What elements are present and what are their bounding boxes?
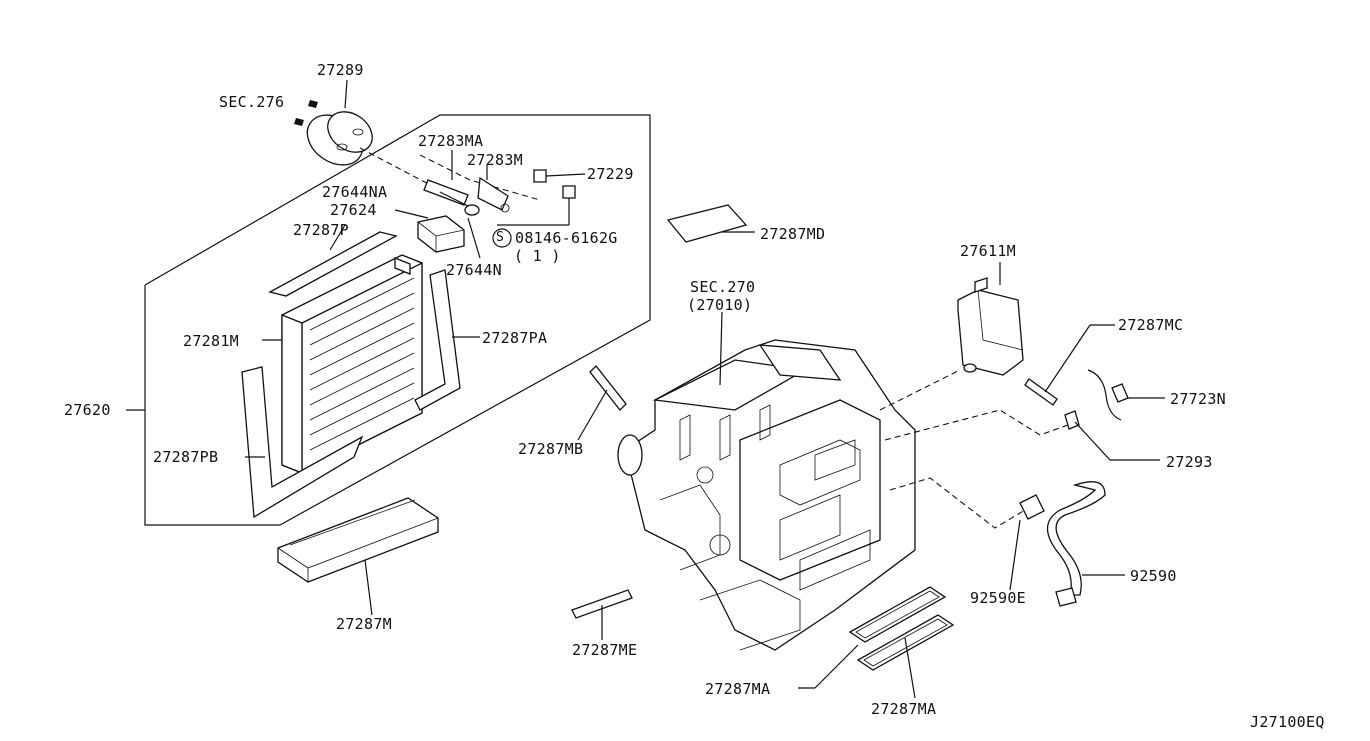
label-08146-6162G: 08146-6162G bbox=[515, 229, 618, 247]
label-27723N: 27723N bbox=[1170, 390, 1226, 408]
label-27283MA: 27283MA bbox=[418, 132, 484, 150]
insulator-27287M bbox=[277, 497, 439, 583]
o-ring-27644NA bbox=[464, 204, 480, 216]
evaporator-core-27281M bbox=[281, 254, 423, 475]
label-27287MB: 27287MB bbox=[518, 440, 584, 458]
bolt-27229 bbox=[533, 169, 586, 183]
part-27287MC bbox=[1024, 378, 1058, 406]
label-27281M: 27281M bbox=[183, 332, 239, 350]
label-27287M: 27287M bbox=[336, 615, 392, 633]
harness-27723N bbox=[1087, 369, 1129, 421]
label-bolt-qty: ( 1 ) bbox=[514, 247, 561, 265]
label-sec276: SEC.276 bbox=[219, 93, 285, 111]
label-27620: 27620 bbox=[64, 401, 111, 419]
label-27287P: 27287P bbox=[293, 221, 349, 239]
pad-27287MD bbox=[666, 204, 748, 243]
label-27010: (27010) bbox=[687, 296, 753, 314]
hose-92590 bbox=[1046, 481, 1106, 607]
grommet-27289 bbox=[306, 111, 373, 166]
seal-27287P bbox=[268, 231, 398, 297]
label-27644N: 27644N bbox=[446, 261, 502, 279]
bolt-08146 bbox=[497, 185, 576, 226]
label-27624: 27624 bbox=[330, 201, 377, 219]
gasket-27287MA-upper bbox=[848, 586, 947, 643]
label-27289: 27289 bbox=[317, 61, 364, 79]
label-27293: 27293 bbox=[1166, 453, 1213, 471]
seal-27287PA bbox=[414, 269, 461, 411]
diagram-code: J27100EQ bbox=[1250, 713, 1325, 731]
label-27644NA: 27644NA bbox=[322, 183, 388, 201]
bracket-27283M bbox=[477, 165, 510, 213]
label-27283M: 27283M bbox=[467, 151, 523, 169]
label-27287PB: 27287PB bbox=[153, 448, 219, 466]
valve-block-27624 bbox=[394, 209, 465, 253]
label-27287MD: 27287MD bbox=[760, 225, 826, 243]
plug-92590E bbox=[1019, 494, 1045, 520]
label-sec270: SEC.270 bbox=[690, 278, 756, 296]
evaporator-kit-boundary bbox=[144, 114, 651, 526]
heater-unit-sec270 bbox=[617, 339, 916, 651]
pad-27287ME bbox=[571, 589, 633, 619]
label-92590: 92590 bbox=[1130, 567, 1177, 585]
aspirator-27611M bbox=[957, 277, 1024, 376]
label-27287PA: 27287PA bbox=[482, 329, 548, 347]
standard-part-s-symbol: S bbox=[496, 230, 505, 245]
clip-27293 bbox=[1064, 410, 1080, 430]
standard-part-symbol bbox=[492, 228, 512, 248]
pipe-27283MA bbox=[423, 150, 469, 206]
label-27287ME: 27287ME bbox=[572, 641, 638, 659]
label-27229: 27229 bbox=[587, 165, 634, 183]
label-92590E: 92590E bbox=[970, 589, 1026, 607]
label-27611M: 27611M bbox=[960, 242, 1016, 260]
strip-27287MB bbox=[589, 365, 627, 411]
seal-27287PB bbox=[241, 366, 364, 519]
label-27287MA-1: 27287MA bbox=[705, 680, 771, 698]
label-27287MA-2: 27287MA bbox=[871, 700, 937, 718]
label-27287MC: 27287MC bbox=[1118, 316, 1184, 334]
